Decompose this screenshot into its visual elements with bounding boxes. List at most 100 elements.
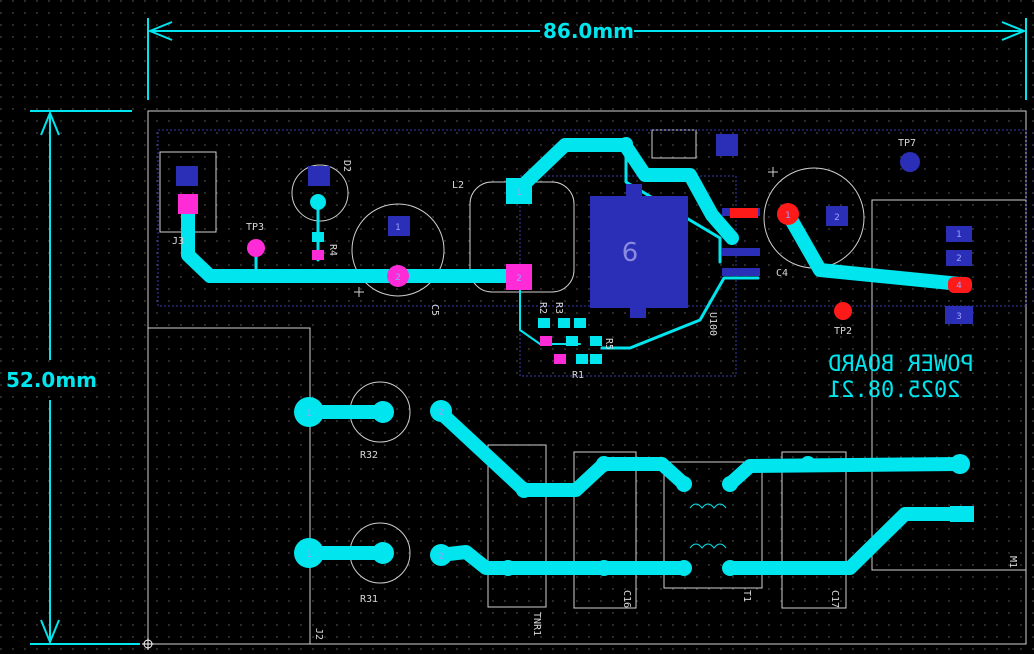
pad-numbers: 1 2 1 2 1 2 3 4 1 2 1 2 1 2 <box>306 188 962 562</box>
d2-pad <box>308 166 330 186</box>
designator-r31: R31 <box>360 594 378 605</box>
copper-tracks <box>181 138 969 575</box>
svg-text:3: 3 <box>956 312 962 322</box>
m1-pad-4 <box>948 277 972 293</box>
svg-text:2: 2 <box>438 552 444 562</box>
designator-j3: J3 <box>172 236 184 247</box>
designator-tp7: TP7 <box>898 138 916 149</box>
designator-r4: R4 <box>327 244 338 256</box>
svg-text:2: 2 <box>834 213 840 223</box>
r32-pad-2 <box>372 401 394 423</box>
diode-pad <box>716 134 738 156</box>
designator-u100: U100 <box>707 312 718 336</box>
track-j3-l2 <box>181 197 525 283</box>
svg-text:2: 2 <box>438 408 444 418</box>
c5-pad-1 <box>387 265 409 287</box>
track-ic-bottom <box>600 276 760 350</box>
svg-text:1: 1 <box>395 223 401 233</box>
designator-c17: C17 <box>829 590 840 608</box>
designator-c4: C4 <box>776 268 788 279</box>
designator-c5: C5 <box>429 304 440 316</box>
track-r32-t1 <box>433 405 691 497</box>
height-dimension <box>30 110 140 645</box>
designator-d2: D2 <box>341 160 352 172</box>
c4-pad-1 <box>777 203 799 225</box>
designator-m1: M1 <box>1007 556 1018 568</box>
tp7-pad <box>900 152 920 172</box>
svg-text:1: 1 <box>956 230 962 240</box>
r4-pad-a <box>312 232 324 242</box>
designator-tp3: TP3 <box>246 222 264 233</box>
m1-outline <box>871 199 1027 571</box>
track-l2-top <box>511 138 739 245</box>
j3-pad-1 <box>178 194 198 214</box>
r32-pad-3 <box>430 400 452 422</box>
svg-text:1: 1 <box>306 550 312 560</box>
designator-l2: L2 <box>452 180 464 191</box>
height-dimension-label: 52.0mm <box>6 368 98 392</box>
c4-pad-2 <box>826 206 848 226</box>
track-c4-m1 <box>781 207 967 291</box>
designator-r2: R2 <box>537 302 548 314</box>
c16-outline <box>573 451 637 609</box>
tp3-pad <box>247 239 265 257</box>
designator-r5: R5 <box>603 338 614 350</box>
via-top <box>619 137 633 151</box>
l2-pad-2 <box>506 264 532 290</box>
track-pads[interactable] <box>178 137 974 576</box>
track-l2-r1 <box>519 289 581 345</box>
designator-r3: R3 <box>553 302 564 314</box>
board-title-line2: 2025.08.21 <box>828 378 961 403</box>
designator-r1: R1 <box>572 370 584 381</box>
tp2-pad <box>834 302 852 320</box>
resistor-array <box>538 318 602 364</box>
d2-outline <box>291 164 349 222</box>
designators: J3 TP3 R4 D2 C5 L2 C4 TP2 TP7 U100 R1 R2… <box>172 138 1018 640</box>
m1-pad-3 <box>945 306 973 324</box>
designator-c16: C16 <box>621 590 632 608</box>
tnr1-outline <box>487 444 547 608</box>
designator-tp2: TP2 <box>834 326 852 337</box>
bottom-pads[interactable] <box>176 134 973 324</box>
track-t1-m1-bottom <box>723 507 969 575</box>
ic-body <box>590 196 688 308</box>
board-title: POWER BOARD 2025.08.21 <box>828 352 1012 404</box>
m1-pad-1 <box>946 226 972 242</box>
designator-j2: J2 <box>313 628 324 640</box>
c17-outline <box>781 451 847 609</box>
r4-pad-b <box>312 250 324 260</box>
svg-text:1: 1 <box>306 409 312 419</box>
width-dimension-label: 86.0mm <box>543 19 635 43</box>
c5-outline <box>351 203 445 297</box>
svg-text:2: 2 <box>956 254 962 264</box>
designator-r32: R32 <box>360 450 378 461</box>
ic-marking: 9 <box>622 235 639 265</box>
j3-pad-top <box>176 166 198 186</box>
j2-outline <box>147 327 311 645</box>
designator-t1: T1 <box>741 590 752 602</box>
track-t1-m1-top <box>723 457 967 491</box>
board-title-line1: POWER BOARD <box>828 352 974 377</box>
m1-pad-2 <box>946 250 972 266</box>
ic-pin-red <box>730 208 758 218</box>
l2-pad-1 <box>506 178 532 204</box>
u100-ic[interactable]: 9 <box>590 184 760 318</box>
svg-text:2: 2 <box>395 273 401 283</box>
svg-text:4: 4 <box>956 281 962 291</box>
track-r31-t1 <box>433 545 691 575</box>
r31-pad-2 <box>372 542 394 564</box>
svg-text:2: 2 <box>516 274 522 284</box>
width-dimension <box>147 18 1027 100</box>
r31-pad-3 <box>430 544 452 566</box>
r32-pad-1 <box>294 397 324 427</box>
r31-pad-1 <box>294 538 324 568</box>
designator-tnr1: TNR1 <box>531 612 542 636</box>
t1-outline <box>663 461 763 589</box>
d2-via <box>310 194 326 210</box>
svg-text:1: 1 <box>516 188 522 198</box>
c5-pad-2 <box>388 216 410 236</box>
svg-text:1: 1 <box>785 211 791 221</box>
origin-marker <box>142 638 154 650</box>
